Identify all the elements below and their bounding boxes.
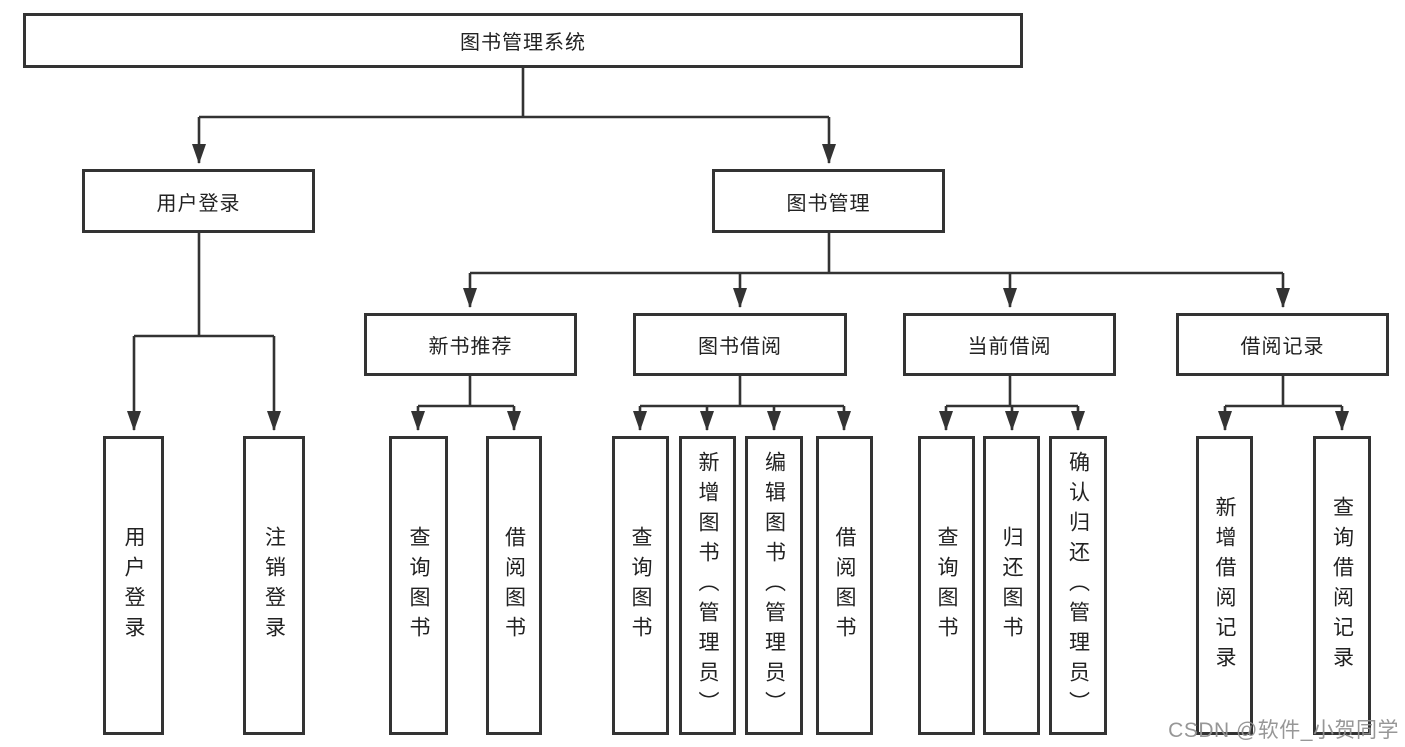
leaf-query-books-current: 查询图书	[918, 436, 975, 735]
node-borrow-records-label: 借阅记录	[1240, 336, 1325, 358]
leaf-query-borrow-record: 查询借阅记录	[1313, 436, 1371, 735]
leaf-add-borrow-record: 新增借阅记录	[1196, 436, 1253, 735]
branch-book-borrow	[640, 376, 844, 408]
leaf-borrow-books-borrowing: 借阅图书	[816, 436, 873, 735]
leaf-query-books-recommend: 查询图书	[389, 436, 448, 735]
branch-user-login	[134, 233, 274, 338]
leaf-query-borrow-record-label: 查询借阅记录	[1330, 495, 1354, 676]
node-new-book-recommend-label: 新书推荐	[428, 336, 513, 358]
branch-current-borrow	[946, 376, 1078, 408]
leaf-query-books-recommend-label: 查询图书	[407, 525, 430, 646]
leaf-borrow-books-recommend-label: 借阅图书	[502, 525, 526, 646]
leaf-query-books-current-label: 查询图书	[935, 525, 958, 646]
node-current-borrowing: 当前借阅	[903, 313, 1116, 376]
branch-root	[199, 68, 829, 119]
leaf-query-books-borrowing: 查询图书	[612, 436, 669, 735]
node-library-system: 图书管理系统	[23, 13, 1023, 68]
node-user-login-label: 用户登录	[156, 192, 241, 215]
node-user-login: 用户登录	[82, 169, 315, 233]
csdn-watermark: CSDN @软件_小贺同学	[1168, 719, 1399, 742]
leaf-logout-login-label: 注销登录	[262, 525, 286, 646]
branch-new-book-rec	[418, 376, 514, 408]
leaf-logout-login: 注销登录	[243, 436, 305, 735]
node-new-book-recommend: 新书推荐	[364, 313, 577, 376]
leaf-borrow-books-borrowing-label: 借阅图书	[833, 525, 856, 646]
leaf-edit-books-admin: 编辑图书（管理员）	[745, 436, 803, 735]
leaf-add-books-admin: 新增图书（管理员）	[679, 436, 736, 735]
leaf-return-books-label: 归还图书	[1000, 525, 1023, 646]
leaf-edit-books-admin-label: 编辑图书（管理员）	[762, 450, 786, 721]
node-borrow-records: 借阅记录	[1176, 313, 1389, 376]
leaf-user-login: 用户登录	[103, 436, 164, 735]
node-current-borrowing-label: 当前借阅	[967, 336, 1052, 358]
leaf-confirm-return-admin: 确认归还（管理员）	[1049, 436, 1107, 735]
leaf-borrow-books-recommend: 借阅图书	[486, 436, 542, 735]
node-book-borrowing: 图书借阅	[633, 313, 847, 376]
leaf-user-login-label: 用户登录	[122, 525, 145, 646]
node-book-borrowing-label: 图书借阅	[698, 336, 782, 358]
node-book-management-label: 图书管理	[786, 192, 871, 215]
leaf-confirm-return-admin-label: 确认归还（管理员）	[1066, 450, 1090, 721]
branch-book-mgmt	[470, 233, 1283, 275]
leaf-add-borrow-record-label: 新增借阅记录	[1213, 495, 1236, 676]
node-book-management: 图书管理	[712, 169, 945, 233]
node-library-system-label: 图书管理系统	[460, 32, 586, 54]
leaf-return-books: 归还图书	[983, 436, 1040, 735]
leaf-query-books-borrowing-label: 查询图书	[629, 525, 652, 646]
leaf-add-books-admin-label: 新增图书（管理员）	[696, 450, 719, 721]
branch-borrow-records	[1225, 376, 1342, 408]
